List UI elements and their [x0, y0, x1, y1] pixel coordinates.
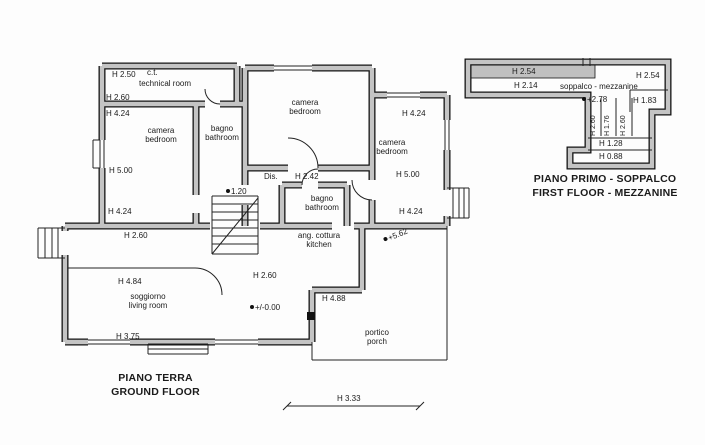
dimension-marker-icon — [226, 189, 230, 194]
dim-label-mezz-v2: H 1.76 — [604, 115, 611, 136]
dim-label-mezz-1: H 2.54 — [512, 67, 536, 76]
room-label-kitchen: ang. cottura kitchen — [297, 231, 341, 250]
dim-label-bedroom-right-depth: H 5.00 — [396, 170, 420, 179]
stair-width-label: 1.20 — [226, 187, 247, 196]
level-marker-icon — [582, 97, 586, 102]
level-marker-icon — [250, 305, 254, 310]
dim-label-ct-height: H 2.50 — [112, 70, 136, 79]
dim-label-ct-width: H 2.60 — [106, 93, 130, 102]
ground-level-label: +/-0.00 — [250, 303, 280, 312]
dim-label-porch-width: H 3.33 — [337, 394, 361, 403]
dim-label-mezz-6: H 0.88 — [599, 152, 623, 161]
dim-label-mezz-4: H 1.83 — [633, 96, 657, 105]
mezzanine-level-label: +2.78 — [582, 95, 607, 104]
dim-label-bedroom-left-depth: H 5.00 — [109, 166, 133, 175]
room-label-bedroom-left: camera bedroom — [145, 126, 177, 145]
dim-label-mid: H 2.60 — [124, 231, 148, 240]
dim-label-bedroom-right-width: H 4.24 — [402, 109, 426, 118]
room-label-bedroom-right: camera bedroom — [376, 138, 408, 157]
dim-label-living: H 2.60 — [253, 271, 277, 280]
dim-label-mezz-5: H 1.28 — [599, 139, 623, 148]
room-label-bathroom-top: bagno bathroom — [205, 124, 239, 143]
dim-label-porch-top: H 4.88 — [322, 294, 346, 303]
porch-pillar — [307, 312, 315, 320]
room-label-living: soggiorno living room — [128, 292, 168, 311]
room-label-technical-abbr: c.t. — [147, 68, 158, 77]
dim-label-mezz-3: H 2.54 — [636, 71, 660, 80]
dim-label-sw: H 4.24 — [108, 207, 132, 216]
dim-label-bedroom-left-width: H 4.24 — [106, 109, 130, 118]
room-label-bathroom-middle: bagno bathroom — [305, 194, 339, 213]
dim-label-mezz-v1: H 2.60 — [590, 115, 597, 136]
dim-label-living-bottom: H 3.75 — [116, 332, 140, 341]
windows-and-details — [37, 58, 668, 411]
room-label-mezzanine: soppalco - mezzanine — [560, 82, 638, 91]
room-label-bedroom-middle: camera bedroom — [289, 98, 321, 117]
room-label-hallway: Dis. — [264, 172, 278, 181]
dim-label-mezz-v3: H 2.60 — [620, 115, 627, 136]
dim-label-hallway: H 2.42 — [295, 172, 319, 181]
room-label-technical: technical room — [139, 79, 192, 88]
dim-label-mezz-2: H 2.14 — [514, 81, 538, 90]
dim-label-living-width: H 4.84 — [118, 277, 142, 286]
dim-label-se: H 4.24 — [399, 207, 423, 216]
room-label-porch: portico porch — [364, 328, 389, 347]
